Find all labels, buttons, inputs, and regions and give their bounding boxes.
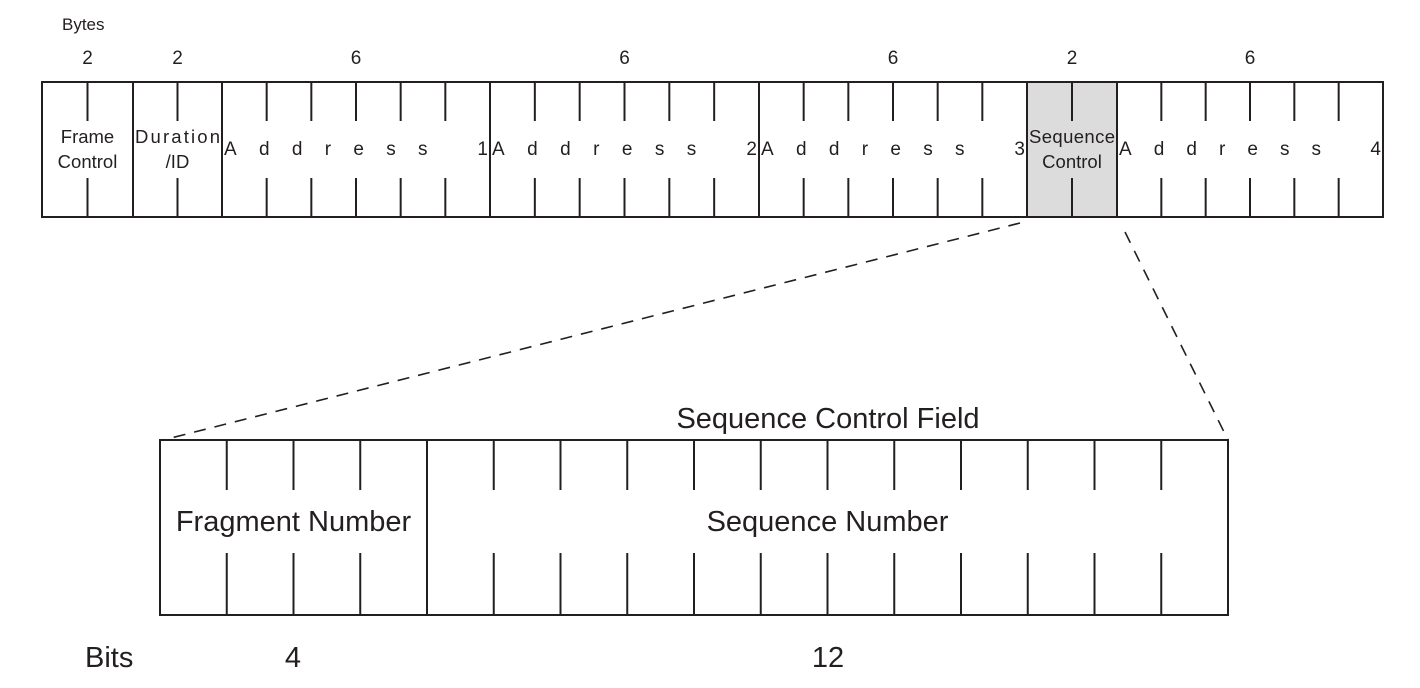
field-label: Duration <box>135 126 220 147</box>
bytes-label: Bytes <box>62 15 105 34</box>
field-size: 6 <box>619 48 630 69</box>
field-size: 6 <box>351 48 362 69</box>
zoom-line-right <box>1124 231 1229 441</box>
bit-field-size: 12 <box>812 642 844 674</box>
field-size: 6 <box>888 48 899 69</box>
field-size: 2 <box>82 48 93 69</box>
field-label: Control <box>58 151 118 172</box>
field-size: 2 <box>1067 48 1078 69</box>
bit-field-label: Sequence Number <box>707 506 949 538</box>
bits-label: Bits <box>85 642 133 674</box>
sequence-control-field-title: Sequence Control Field <box>676 403 979 435</box>
zoom-line-left <box>162 222 1021 441</box>
field-label: Control <box>1042 151 1102 172</box>
field-label: /ID <box>166 151 190 172</box>
field-size: 6 <box>1245 48 1256 69</box>
bit-field-size: 4 <box>285 642 301 674</box>
bit-field-label: Fragment Number <box>176 506 412 538</box>
field-label: Sequence <box>1029 126 1115 147</box>
field-label: Frame <box>61 126 114 147</box>
field-size: 2 <box>172 48 183 69</box>
